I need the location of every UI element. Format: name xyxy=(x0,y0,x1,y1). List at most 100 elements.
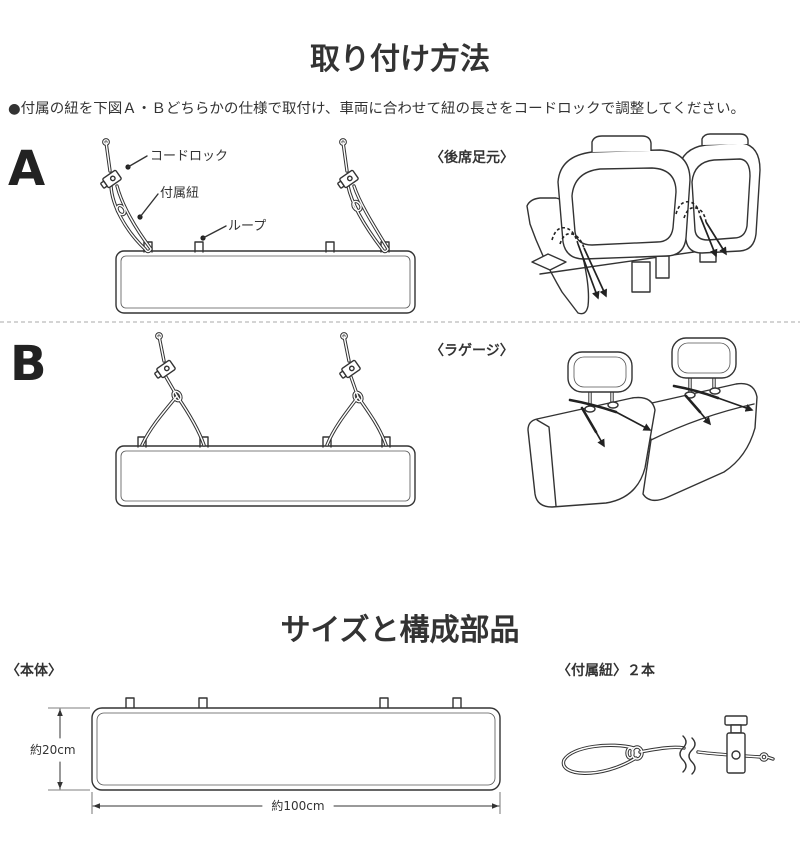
cord-route-arrow xyxy=(615,411,652,431)
front-seat-back-left xyxy=(557,149,691,260)
seat-back-panel xyxy=(571,167,677,246)
cord-illustration xyxy=(561,715,775,775)
cord-lock-button xyxy=(100,180,108,189)
tab xyxy=(322,436,332,448)
tab xyxy=(198,697,208,710)
tab xyxy=(452,697,462,710)
headrest-grommet xyxy=(709,387,721,395)
cord-lock-hole xyxy=(109,175,116,182)
tab xyxy=(199,436,209,448)
headrest-seam xyxy=(677,342,731,374)
cord-route xyxy=(568,398,618,414)
callout-cord: 付属紐 xyxy=(137,186,199,220)
tab xyxy=(125,697,135,710)
mat-body-b xyxy=(115,445,416,507)
cord-route-dashed xyxy=(675,200,701,217)
body-height-label: 約20cm xyxy=(30,742,76,757)
headrest-right xyxy=(701,133,749,145)
install-instruction: ●付属の紐を下図Ａ・Ｂどちらかの仕様で取付け、車両に合わせて紐の長さをコードロッ… xyxy=(8,100,745,117)
headrest-seam xyxy=(573,356,627,388)
cord-route-arrow xyxy=(717,397,754,412)
cord-b-right xyxy=(325,332,388,447)
method-a-label: A xyxy=(8,141,45,197)
method-b-location: 〈ラゲージ〉 xyxy=(430,342,514,359)
cord-lock xyxy=(100,169,122,189)
cord-route-arrow xyxy=(705,221,727,256)
tab xyxy=(137,436,147,448)
luggage-illustration xyxy=(527,337,758,508)
headrest-left xyxy=(591,135,652,152)
cord-lock-button xyxy=(154,370,162,379)
headrest-pad xyxy=(567,351,633,393)
mat-stitch-line xyxy=(120,255,411,309)
cord-lock-button xyxy=(339,370,347,379)
rear-seat-back-right xyxy=(642,382,758,502)
cord-core xyxy=(141,333,205,446)
headrest-pad xyxy=(671,337,737,379)
cord-lock-hole xyxy=(346,175,353,182)
body-stitch-line xyxy=(96,712,496,786)
cord-route-dashed xyxy=(551,226,579,245)
rear-footwell-illustration xyxy=(526,133,761,315)
tab xyxy=(194,241,204,253)
cord-route-arrow xyxy=(699,411,712,426)
cord-outline xyxy=(102,138,153,254)
mat-outline xyxy=(115,250,416,314)
mat-stitch-line xyxy=(120,450,411,502)
cord-lock-hole xyxy=(163,365,170,372)
tab xyxy=(381,436,391,448)
install-title: 取り付け方法 xyxy=(310,42,490,77)
break-mark xyxy=(688,737,696,775)
callout-loop: ループ xyxy=(200,219,266,241)
mat-body-a xyxy=(115,250,416,314)
cord-route-arrow xyxy=(699,215,718,258)
break-mark xyxy=(679,735,687,773)
mat-tabs-b xyxy=(137,436,391,448)
extension-lines xyxy=(91,792,501,814)
cord-lock xyxy=(337,169,359,189)
cord-route-dashed xyxy=(683,206,707,223)
tab xyxy=(325,241,335,253)
callout-loop-label: ループ xyxy=(228,219,266,234)
seat-side-panel xyxy=(536,419,557,507)
callout-leader xyxy=(202,225,227,239)
method-b-diagram xyxy=(115,332,416,507)
cord-lock-hole xyxy=(348,365,355,372)
rear-seat-back-left xyxy=(527,396,656,508)
method-b-label: B xyxy=(10,336,47,392)
cord-route-arrow xyxy=(595,431,605,448)
mat-outline xyxy=(115,445,416,507)
cord-route xyxy=(684,394,702,414)
cord-lock xyxy=(339,359,361,379)
seat-leg xyxy=(631,261,651,293)
cord-lock xyxy=(154,359,176,379)
cord-lock-hole xyxy=(731,750,741,760)
headrest-grommet xyxy=(584,405,596,413)
cord-outline xyxy=(339,138,390,254)
cord-route-dashed xyxy=(559,232,585,249)
method-a-diagram: コードロック 付属紐 ループ xyxy=(100,138,416,314)
callout-cord-lock: コードロック xyxy=(125,149,228,170)
seat-bracket xyxy=(531,253,567,271)
seat-leg xyxy=(655,255,670,279)
seat-rail xyxy=(539,247,723,275)
height-dimension: 約20cm xyxy=(30,707,90,791)
cord-route-arrow xyxy=(583,247,607,298)
cord-a-left xyxy=(100,138,153,254)
body-tabs xyxy=(125,697,462,710)
body-diagram: 約20cm 約100cm xyxy=(30,697,501,814)
cord-route-arrow xyxy=(577,243,600,300)
extension-lines xyxy=(48,707,90,791)
cord-lock-stem xyxy=(730,724,742,734)
callout-cord-label: 付属紐 xyxy=(160,186,199,201)
seat-back-panel xyxy=(691,158,751,241)
components-title: サイズと構成部品 xyxy=(280,613,519,648)
cord-route xyxy=(672,384,720,400)
cord-route xyxy=(580,406,598,434)
body-outline xyxy=(91,707,501,791)
body-width-label: 約100cm xyxy=(271,798,324,813)
body-label: 〈本体〉 xyxy=(6,662,62,679)
cord-lock-button xyxy=(724,715,748,726)
callout-leader xyxy=(139,193,159,218)
